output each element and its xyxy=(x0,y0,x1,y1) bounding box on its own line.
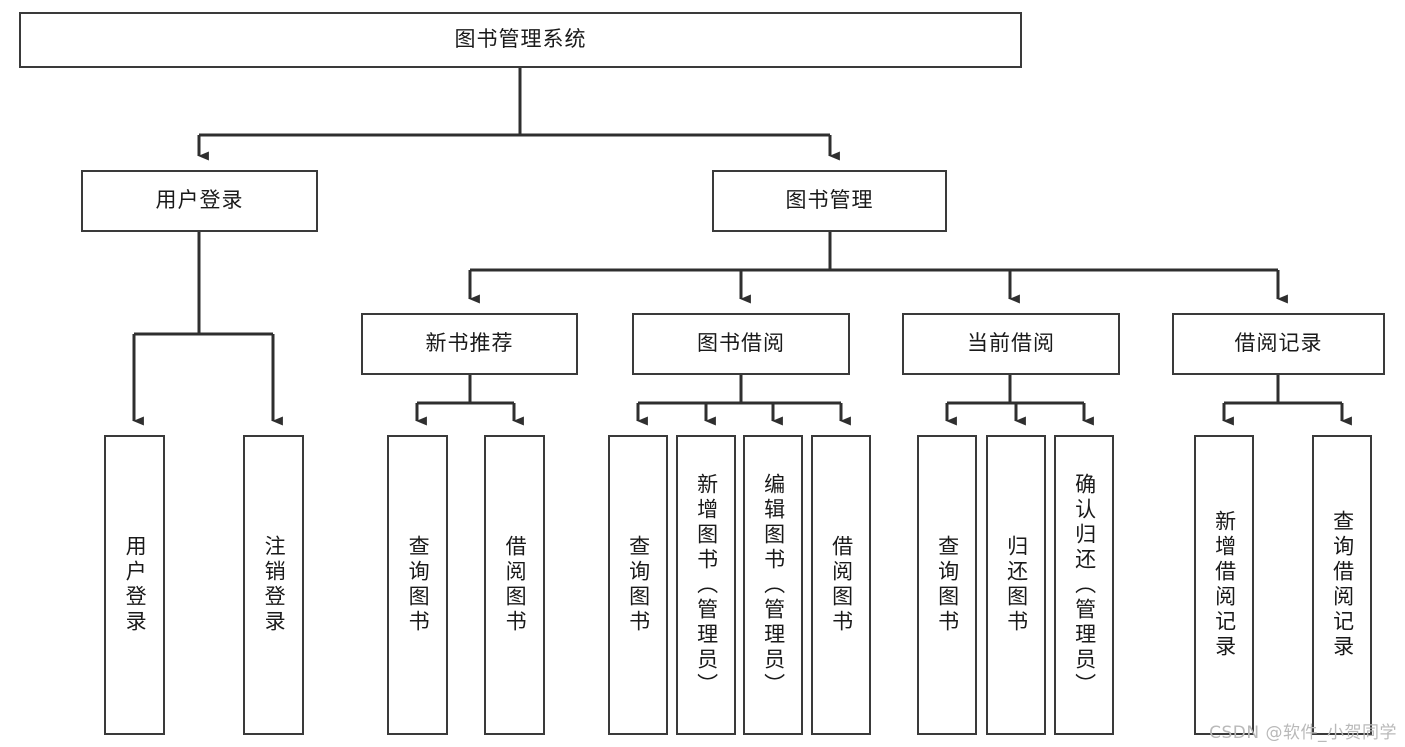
leaf-label: 新增借阅记录 xyxy=(1212,510,1237,660)
csdn-watermark: CSDN @软件_小贺同学 xyxy=(1209,723,1397,743)
leaf-label: 注销登录 xyxy=(262,535,287,635)
node-user-login[interactable]: 用户登录 xyxy=(81,170,318,232)
leaf-newbook-borrow-book[interactable]: 借阅图书 xyxy=(484,435,545,735)
leaf-borrow-edit-book-admin[interactable]: 编辑图书（管理员） xyxy=(743,435,803,735)
node-book-borrow[interactable]: 图书借阅 xyxy=(632,313,850,375)
leaf-borrow-add-book-admin[interactable]: 新增图书（管理员） xyxy=(676,435,736,735)
leaf-label: 查询图书 xyxy=(406,535,431,635)
leaf-label: 借阅图书 xyxy=(829,535,854,635)
leaf-borrow-borrow-book[interactable]: 借阅图书 xyxy=(811,435,871,735)
leaf-current-return-book[interactable]: 归还图书 xyxy=(986,435,1046,735)
leaf-label: 用户登录 xyxy=(123,535,148,635)
leaf-label: 确认归还（管理员） xyxy=(1072,472,1097,698)
leaf-user-login-signout[interactable]: 注销登录 xyxy=(243,435,304,735)
leaf-label: 归还图书 xyxy=(1004,535,1029,635)
leaf-label: 查询图书 xyxy=(626,535,651,635)
leaf-label: 借阅图书 xyxy=(503,535,528,635)
leaf-label: 查询借阅记录 xyxy=(1330,510,1355,660)
node-borrow-record[interactable]: 借阅记录 xyxy=(1172,313,1385,375)
node-root-system[interactable]: 图书管理系统 xyxy=(19,12,1022,68)
leaf-label: 查询图书 xyxy=(935,535,960,635)
leaf-newbook-query-book[interactable]: 查询图书 xyxy=(387,435,448,735)
leaf-borrow-query-book[interactable]: 查询图书 xyxy=(608,435,668,735)
leaf-current-confirm-return-admin[interactable]: 确认归还（管理员） xyxy=(1054,435,1114,735)
leaf-label: 编辑图书（管理员） xyxy=(761,472,786,698)
node-current-borrow[interactable]: 当前借阅 xyxy=(902,313,1120,375)
leaf-user-login-signin[interactable]: 用户登录 xyxy=(104,435,165,735)
node-new-book-recommend[interactable]: 新书推荐 xyxy=(361,313,578,375)
leaf-current-query-book[interactable]: 查询图书 xyxy=(917,435,977,735)
node-book-management[interactable]: 图书管理 xyxy=(712,170,947,232)
leaf-record-query-record[interactable]: 查询借阅记录 xyxy=(1312,435,1372,735)
leaf-label: 新增图书（管理员） xyxy=(694,472,719,698)
leaf-record-add-record[interactable]: 新增借阅记录 xyxy=(1194,435,1254,735)
